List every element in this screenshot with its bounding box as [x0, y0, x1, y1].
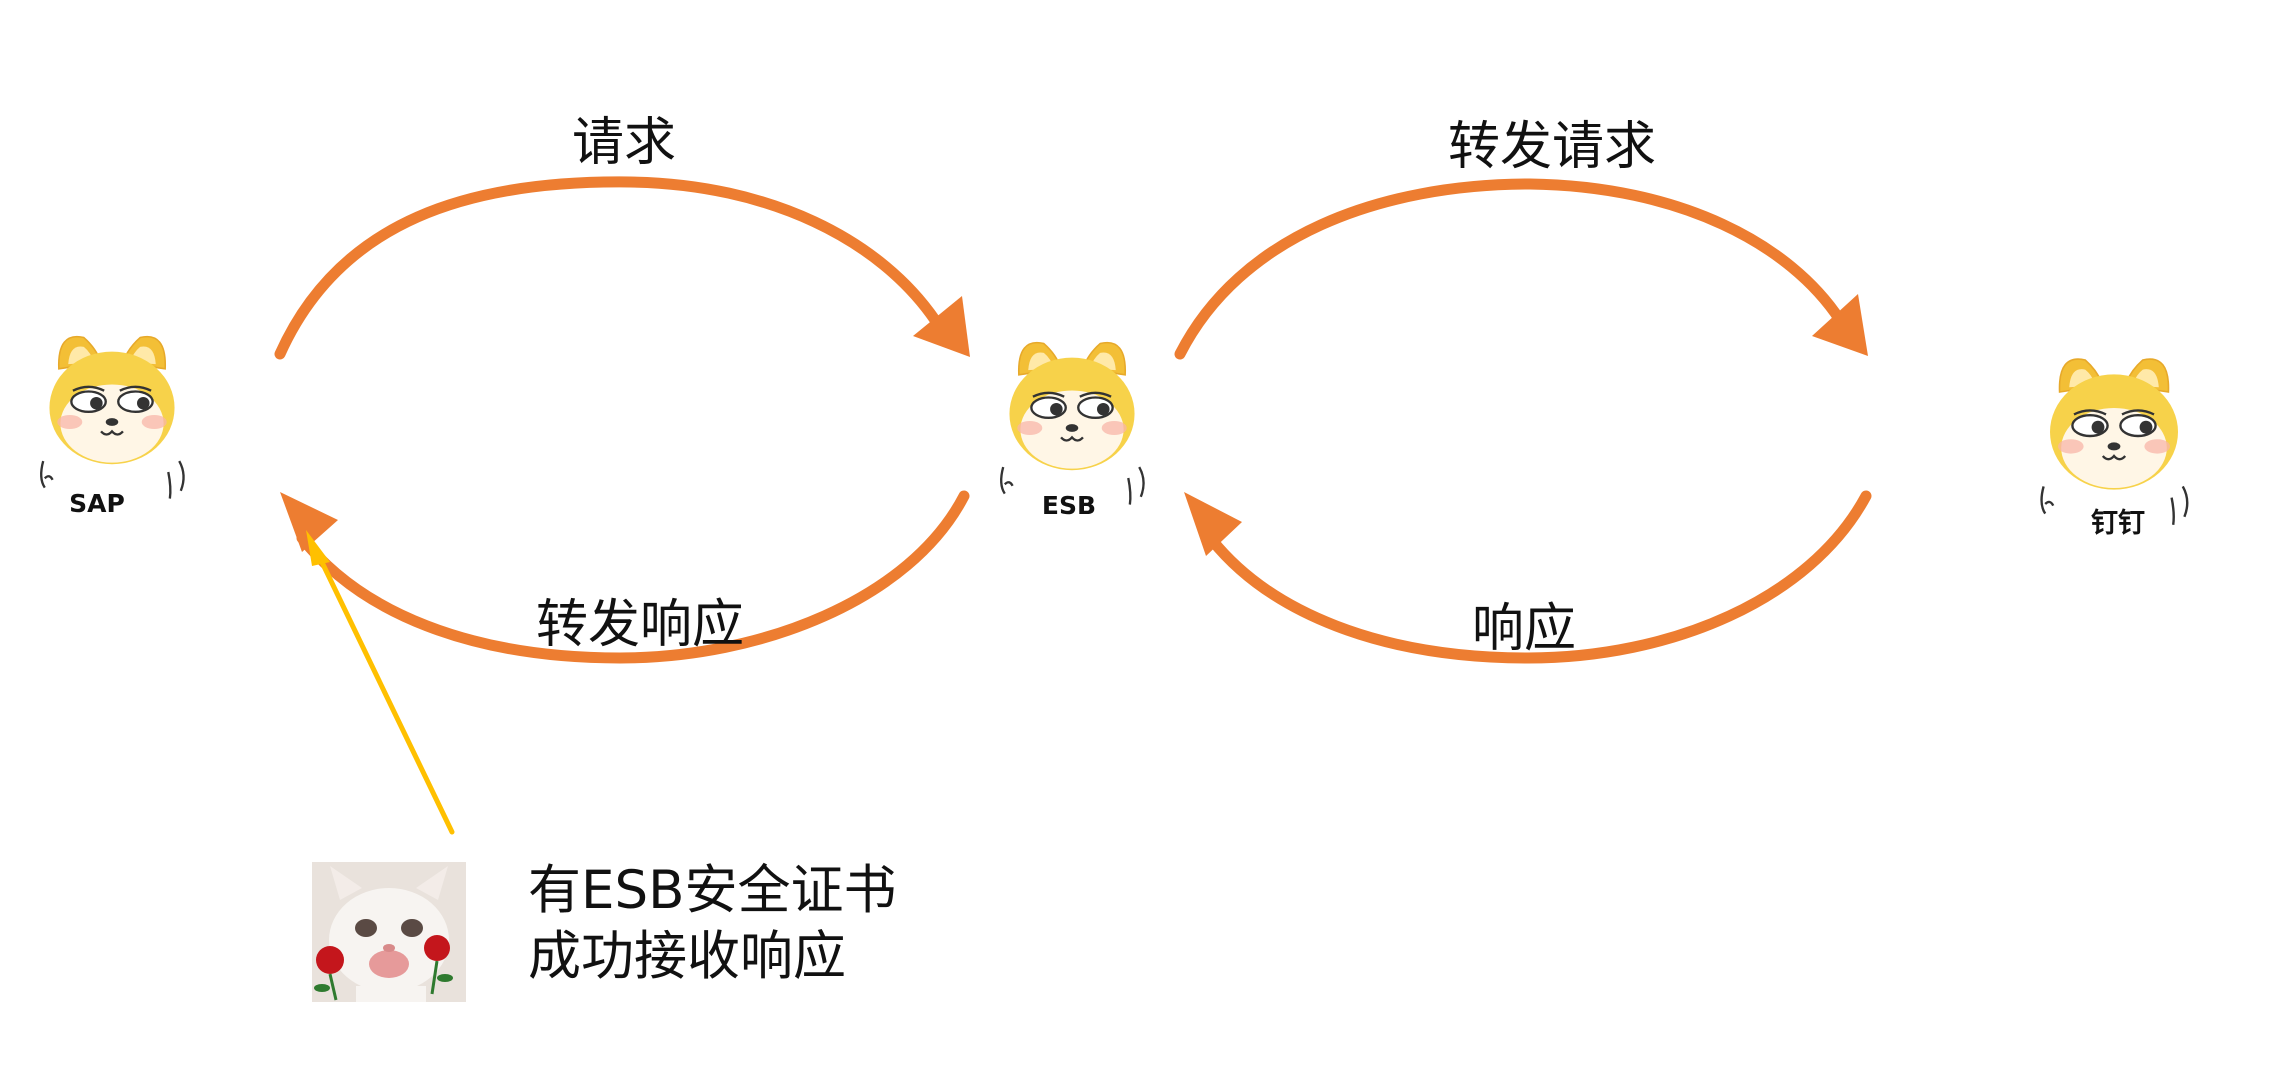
- node-sap-label: SAP: [69, 489, 125, 518]
- node-dingtalk: 钉钉: [2042, 359, 2188, 539]
- edge-request: 请求: [280, 113, 970, 357]
- certificate-note-line2: 成功接收响应: [528, 924, 897, 990]
- node-dingtalk-label: 钉钉: [2091, 508, 2145, 539]
- cat-image: [312, 862, 466, 1002]
- certificate-note: 有ESB安全证书 成功接收响应: [528, 858, 897, 990]
- edge-forward-request-arc: [1180, 184, 1840, 354]
- edge-forward-response-label: 转发响应: [536, 595, 744, 655]
- node-esb: ESB: [1001, 343, 1143, 520]
- shiba-dog-icon: [2042, 359, 2188, 525]
- shiba-dog-icon: [1001, 343, 1143, 505]
- edge-forward-request-label: 转发请求: [1448, 117, 1656, 177]
- edge-response: 响应: [1184, 492, 1866, 659]
- edge-request-label: 请求: [572, 113, 676, 173]
- node-sap: SAP: [41, 337, 183, 518]
- node-esb-label: ESB: [1042, 491, 1096, 520]
- edge-forward-response: 转发响应: [280, 492, 964, 658]
- pointer-arrow: [306, 530, 452, 832]
- pointer-arrow-line: [318, 554, 452, 832]
- edge-response-arrowhead: [1184, 492, 1242, 556]
- edge-forward-request-arrowhead: [1812, 294, 1868, 356]
- edge-response-label: 响应: [1472, 599, 1576, 659]
- shiba-dog-icon: [41, 337, 183, 499]
- edge-forward-request: 转发请求: [1180, 117, 1868, 356]
- edge-request-arc: [280, 182, 935, 354]
- certificate-note-line1: 有ESB安全证书: [528, 858, 897, 924]
